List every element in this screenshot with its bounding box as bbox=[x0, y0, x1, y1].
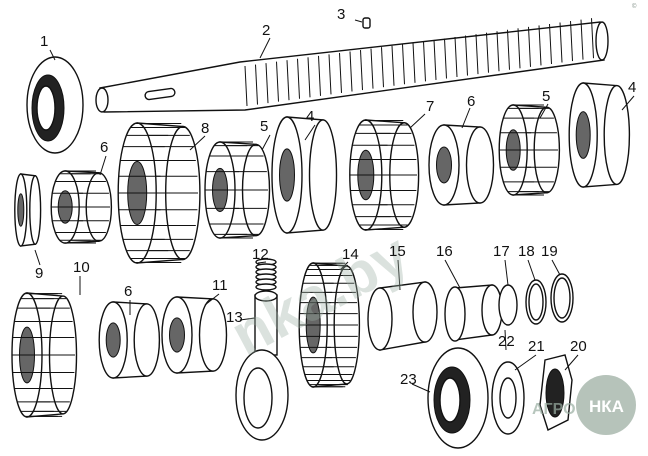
ring-9 bbox=[14, 173, 42, 247]
bearing-1 bbox=[26, 56, 84, 154]
callout-17: 17 bbox=[493, 243, 510, 260]
callout-22: 22 bbox=[498, 333, 515, 350]
callout-14: 14 bbox=[342, 246, 359, 263]
callout-15: 15 bbox=[389, 243, 406, 260]
callout-6: 6 bbox=[100, 139, 108, 156]
gear-10 bbox=[11, 292, 78, 418]
svg-text:АГРО: АГРО bbox=[532, 401, 576, 418]
callout-7: 7 bbox=[426, 98, 434, 115]
callout-20: 20 bbox=[570, 338, 587, 355]
bearing-23 bbox=[427, 347, 489, 449]
callout-16: 16 bbox=[436, 243, 453, 260]
callout-8: 8 bbox=[201, 120, 209, 137]
callout-2: 2 bbox=[262, 22, 270, 39]
callout-19: 19 bbox=[541, 243, 558, 260]
nut-20 bbox=[539, 354, 573, 431]
bushing-6a bbox=[50, 170, 113, 244]
sleeve bbox=[367, 281, 438, 351]
pin bbox=[362, 17, 371, 29]
callout-5: 5 bbox=[542, 88, 550, 105]
gear-14 bbox=[298, 262, 361, 388]
svg-text:НКА: НКА bbox=[589, 397, 624, 416]
callout-18: 18 bbox=[518, 243, 535, 260]
corner-mark: © bbox=[632, 3, 637, 10]
callout-4: 4 bbox=[306, 108, 314, 125]
callout-5: 5 bbox=[260, 118, 268, 135]
callout-9: 9 bbox=[35, 265, 43, 282]
callout-12: 12 bbox=[252, 246, 269, 263]
agro-nka-logo: АГРО НКА bbox=[532, 375, 636, 435]
callout-11: 11 bbox=[212, 277, 228, 294]
callout-23: 23 bbox=[400, 371, 417, 388]
ring-17 bbox=[498, 284, 518, 326]
coupling-4b bbox=[568, 82, 631, 188]
hub-5a bbox=[204, 141, 271, 239]
spring bbox=[255, 258, 277, 291]
callout-6: 6 bbox=[467, 93, 475, 110]
coupling-4a bbox=[271, 116, 338, 234]
shift-fork bbox=[235, 290, 289, 441]
callout-6: 6 bbox=[124, 283, 132, 300]
callout-1: 1 bbox=[40, 33, 48, 50]
gear-7 bbox=[349, 119, 420, 231]
bushing-16 bbox=[444, 284, 503, 342]
shaft bbox=[95, 18, 609, 113]
bushing-6b bbox=[428, 124, 495, 206]
gear-8 bbox=[117, 122, 201, 264]
callout-21: 21 bbox=[528, 338, 545, 355]
bushing-11 bbox=[161, 296, 228, 374]
callout-13: 13 bbox=[226, 309, 243, 326]
bushing-6c bbox=[98, 301, 161, 379]
callout-3: 3 bbox=[337, 6, 345, 23]
hub-5b bbox=[498, 104, 561, 196]
callout-4: 4 bbox=[628, 79, 636, 96]
callout-10: 10 bbox=[73, 259, 90, 276]
